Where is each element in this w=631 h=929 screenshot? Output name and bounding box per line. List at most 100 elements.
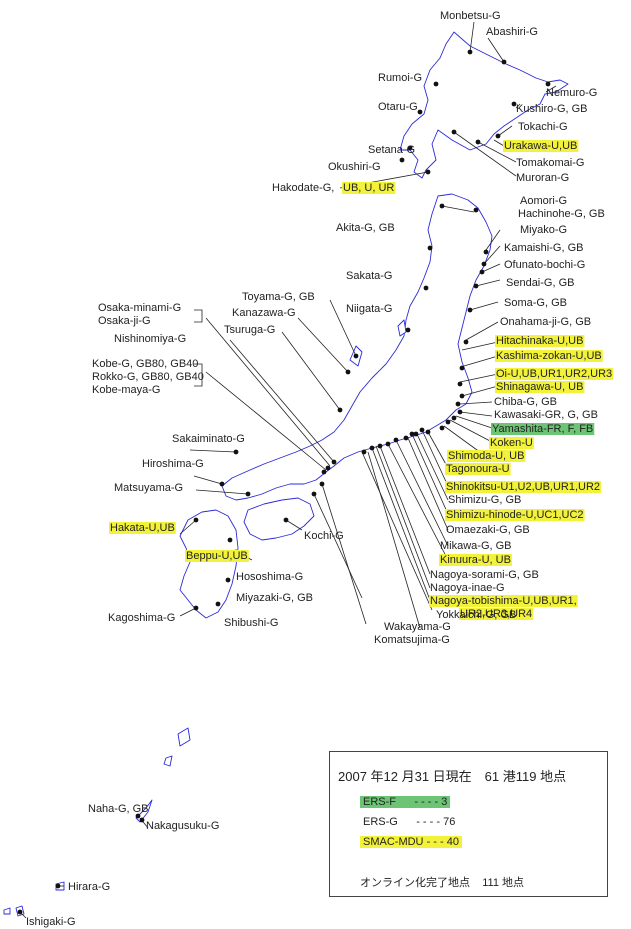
station-text-miyako: Miyako-G [520,224,567,236]
station-text-oi: Oi-U,UB,UR1,UR2,UR3 [496,368,612,380]
legend-online-total: オンライン化完了地点 111 地点 [360,874,524,890]
station-text-kobemaya: Kobe-maya-G [92,384,160,396]
station-text-nagoyainae: Nagoya-inae-G [430,582,505,594]
station-label-mikawa: Mikawa-G, GB [440,540,512,552]
station-label-koken: Koken-U [489,437,534,449]
station-label-oi: Oi-U,UB,UR1,UR2,UR3 [495,368,614,380]
station-label-akita: Akita-G, GB [336,222,395,234]
station-label-komatsujima: Komatsujima-G [374,634,450,646]
highlight-urakawa [503,140,579,152]
station-text-hososhima: Hososhima-G [236,571,303,583]
station-label-hitachinaka: Hitachinaka-U,UB [495,335,585,347]
legend-label-smac-mdu: SMAC-MDU - - - 40 [360,836,462,848]
station-text-miyazaki: Miyazaki-G, GB [236,592,313,604]
station-text-nagoyatobi2: UR2,UR3,UR4 [460,608,532,620]
station-label-rumoi: Rumoi-G [378,72,422,84]
station-label-sakaiminato: Sakaiminato-G [172,433,245,445]
station-label-soma: Soma-G, GB [504,297,567,309]
station-label-onahama: Onahama-ji-G, GB [500,316,591,328]
station-label-nishinomiya: Nishinomiya-G [114,333,186,345]
station-label-beppu: Beppu-U,UB [185,550,249,562]
station-text-kamaishi: Kamaishi-G, GB [504,242,583,254]
station-label-shimoda: Shimoda-U, UB [447,450,526,462]
station-text-kinuura: Kinuura-U, UB [440,554,511,566]
station-text-rokko: Rokko-G, GB80, GB40 [92,371,204,383]
station-text-komatsujima: Komatsujima-G [374,634,450,646]
station-label-tsuruga: Tsuruga-G [224,324,275,336]
station-label-yokkaichi: Yokkaichi-G, GB [436,609,516,621]
station-label-tokachi: Tokachi-G [518,121,568,133]
station-text-hiroshima: Hiroshima-G [142,458,204,470]
station-text-chiba: Chiba-G, GB [494,396,557,408]
station-label-hakodate: Hakodate-G, [272,182,334,194]
station-label-hirara: Hirara-G [68,881,110,893]
station-text-sendai: Sendai-G, GB [506,277,574,289]
station-label-shimizuhinode: Shimizu-hinode-U,UC1,UC2 [445,509,585,521]
station-label-otaru: Otaru-G [378,101,418,113]
station-label-osakaji: Osaka-ji-G [98,315,151,327]
station-text-beppu: Beppu-U,UB [186,550,248,562]
station-label-kanazawa: Kanazawa-G [232,307,296,319]
highlight-koken [489,437,534,449]
station-text-hitachinaka: Hitachinaka-U,UB [496,335,583,347]
station-text-monbetsu: Monbetsu-G [440,10,501,22]
station-text-nagoyasorami: Nagoya-sorami-G, GB [430,569,539,581]
station-label-kinuura: Kinuura-U, UB [439,554,512,566]
station-label-kawasaki: Kawasaki-GR, G, GB [494,409,598,421]
station-text-kanazawa: Kanazawa-G [232,307,296,319]
station-label-sakata: Sakata-G [346,270,392,282]
station-text-hakata: Hakata-U,UB [110,522,175,534]
station-text-kagoshima: Kagoshima-G [108,612,175,624]
station-text-kochi: Kochi-G [304,530,344,542]
station-text-omaezaki: Omaezaki-G, GB [446,524,530,536]
station-text-hirara: Hirara-G [68,881,110,893]
station-label-ofunato: Ofunato-bochi-G [504,259,585,271]
station-label-ishigaki: Ishigaki-G [26,916,76,928]
station-text-shimizuhinode: Shimizu-hinode-U,UC1,UC2 [446,509,584,521]
station-label-monbetsu: Monbetsu-G [440,10,501,22]
highlight-hakata [109,522,176,534]
station-text-kobe: Kobe-G, GB80, GB40 [92,358,198,370]
station-label-hiroshima: Hiroshima-G [142,458,204,470]
highlight-shimizuhinode [445,509,585,521]
station-text-setana: Setana-G [368,144,415,156]
station-text-hakodate: Hakodate-G, [272,182,334,194]
station-text-tokachi: Tokachi-G [518,121,568,133]
legend-row-smac-mdu: SMAC-MDU - - - 40 [360,836,462,848]
station-text-toyama: Toyama-G, GB [242,291,315,303]
station-text-tagonoura: Tagonoura-U [446,463,510,475]
highlight-yamashita [491,423,595,435]
station-text-shinokitsu: Shinokitsu-U1,U2,UB,UR1,UR2 [446,481,600,493]
tokunoshima-island [163,755,173,767]
legend-label-ers-f: ERS-F - - - - 3 [360,796,451,808]
station-label-kochi: Kochi-G [304,530,344,542]
station-label-sendai: Sendai-G, GB [506,277,574,289]
highlight-kashima [495,350,603,362]
station-text-urakawa: Urakawa-U,UB [504,140,577,152]
sado-island [397,319,407,337]
station-text-hakodate2: UB, U, UR [343,182,394,194]
honshu-island [221,193,493,501]
station-text-rumoi: Rumoi-G [378,72,422,84]
station-text-soma: Soma-G, GB [504,297,567,309]
station-label-nagoyatobi: Nagoya-tobishima-U,UB,UR1, [429,595,578,607]
station-label-rokko: Rokko-G, GB80, GB40 [92,371,204,383]
station-label-miyazaki: Miyazaki-G, GB [236,592,313,604]
highlight-shimoda [447,450,526,462]
highlight-hitachinaka [495,335,585,347]
leader-lines [19,21,557,919]
legend-label-ers-g: ERS-G - - - - 76 [363,816,456,828]
amami-island [177,727,191,747]
legend-box: 2007 年12 月31 日現在 61 港119 地点 ERS-F - - - … [329,751,608,897]
station-text-kawasaki: Kawasaki-GR, G, GB [494,409,598,421]
station-text-osakaji: Osaka-ji-G [98,315,151,327]
station-labels: Monbetsu-GAbashiri-GRumoi-GNemuro-GOtaru… [26,10,614,928]
station-text-mikawa: Mikawa-G, GB [440,540,512,552]
station-text-shimoda: Shimoda-U, UB [448,450,524,462]
legend-online-count: 111 地点 [482,877,525,889]
station-text-sakaiminato: Sakaiminato-G [172,433,245,445]
station-label-kamaishi: Kamaishi-G, GB [504,242,583,254]
station-label-naha: Naha-G, GB [88,803,149,815]
station-label-kobemaya: Kobe-maya-G [92,384,160,396]
station-label-wakayama: Wakayama-G [384,621,451,633]
